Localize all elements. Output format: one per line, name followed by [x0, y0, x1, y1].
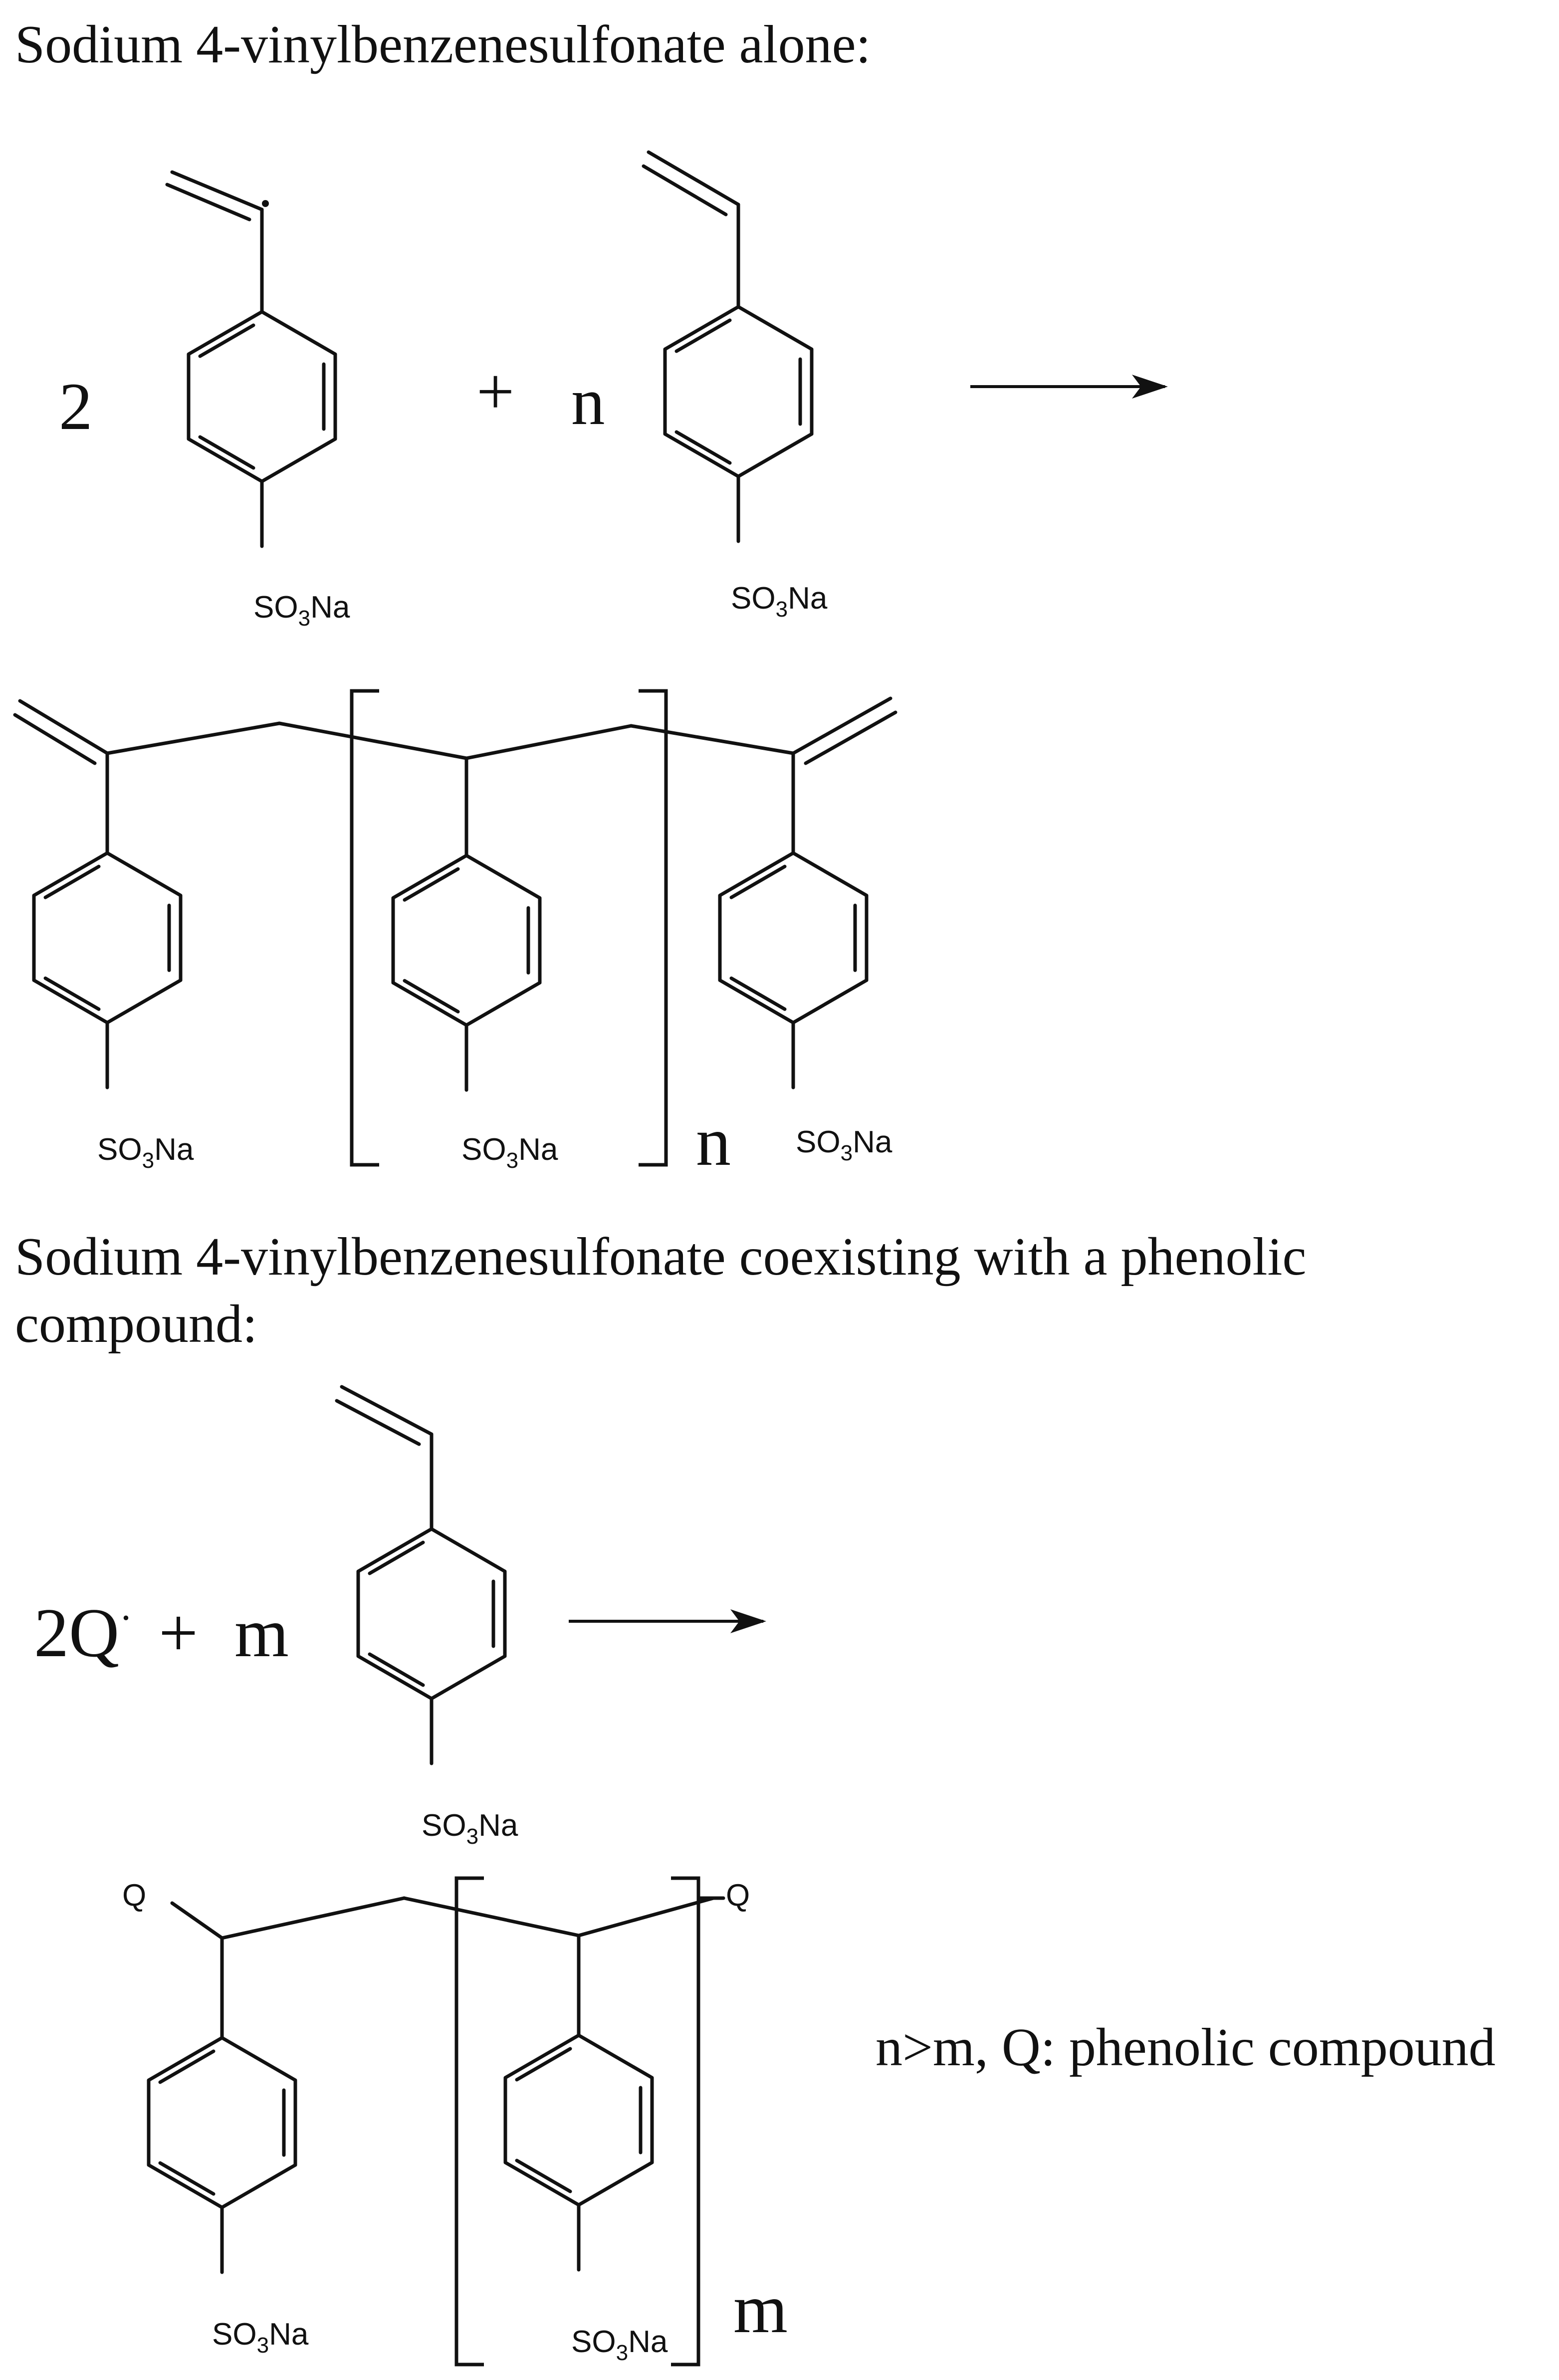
coefficient-m: m	[234, 1594, 289, 1672]
plus-sign-2: +	[159, 1594, 198, 1672]
right-bracket	[671, 1876, 700, 2367]
left-bracket	[350, 689, 379, 1167]
sulfonate-label: SO3Na	[212, 2317, 309, 2358]
left-bracket	[454, 1876, 484, 2367]
sulfonate-label: SO3Na	[422, 1808, 518, 1849]
repeat-subscript-m: m	[733, 2270, 788, 2348]
coefficient-n: n	[571, 365, 605, 439]
sulfonate-label: SO3Na	[571, 2325, 668, 2365]
reactant-2Q-radical: 2Q·	[34, 1594, 133, 1672]
monomer-radical: 2 SO3Na	[59, 170, 350, 631]
section2-heading-line1: Sodium 4-vinylbenzenesulfonate coexistin…	[15, 1227, 1306, 1287]
product-polymer: SO3Na SO3Na n SO3Na	[13, 689, 897, 1180]
note-text: n>m, Q: phenolic compound	[876, 2018, 1496, 2077]
monomer: SO3Na	[642, 150, 828, 622]
repeat-subscript-n: n	[696, 1103, 731, 1180]
end-group-Q-left: Q	[122, 1878, 146, 1913]
reactants-2: 2Q· + m SO3Na	[34, 1385, 518, 1849]
coefficient-2: 2	[59, 370, 93, 444]
section1-heading: Sodium 4-vinylbenzenesulfonate alone:	[15, 15, 871, 74]
sulfonate-label: SO3Na	[253, 590, 350, 631]
product-polymer-capped: Q SO3Na SO3Na Q m	[122, 1876, 788, 2367]
sulfonate-label: SO3Na	[97, 1132, 194, 1173]
right-bracket	[639, 689, 668, 1167]
section2-heading-line2: compound:	[15, 1295, 257, 1354]
radical-dot	[262, 200, 269, 207]
sulfonate-label: SO3Na	[461, 1132, 558, 1173]
plus-sign-1: +	[476, 355, 514, 429]
sulfonate-label: SO3Na	[731, 581, 828, 622]
sulfonate-label: SO3Na	[796, 1125, 892, 1165]
end-group-Q-right: Q	[726, 1878, 750, 1913]
